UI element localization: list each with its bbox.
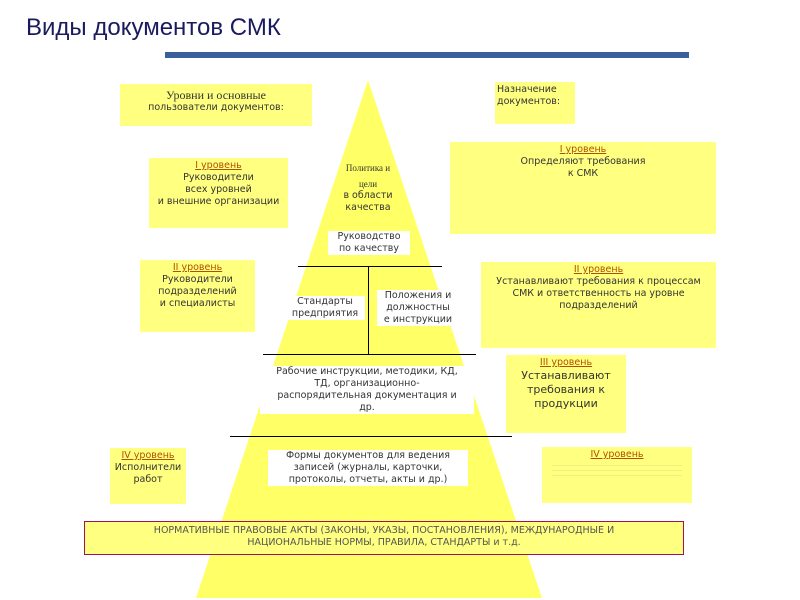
- right-level-3-box: III уровень Устанавливают требования к п…: [506, 355, 626, 433]
- right-level-2-title: II уровень: [573, 264, 624, 275]
- left-level-4-box: IV уровень Исполнители работ: [110, 448, 186, 504]
- right-header-box: Назначение документов:: [495, 82, 575, 124]
- title-underline: [165, 52, 689, 58]
- pyramid-divider-3: [230, 436, 512, 437]
- left-header-box: Уровни и основные пользователи документо…: [120, 84, 312, 126]
- normative-acts-box: НОРМАТИВНЫЕ ПРАВОВЫЕ АКТЫ (ЗАКОНЫ, УКАЗЫ…: [84, 521, 684, 555]
- left-level-4-title: IV уровень: [121, 450, 175, 461]
- right-level-4-title: IV уровень: [590, 449, 644, 460]
- pyramid-divider-1: [298, 266, 442, 267]
- page-title: Виды документов СМК: [26, 14, 281, 41]
- pyramid-divider-2: [263, 354, 476, 355]
- enterprise-standards-label: Стандарты предприятия: [285, 296, 365, 320]
- left-level-2-title: II уровень: [172, 262, 223, 273]
- left-level-1-title: I уровень: [195, 160, 242, 171]
- left-level-2-box: II уровень Руководители подразделений и …: [140, 260, 255, 332]
- right-level-2-box: II уровень Устанавливают требования к пр…: [481, 262, 716, 348]
- right-level-4-box: IV уровень: [542, 447, 692, 503]
- regulations-label: Положения и должностны е инструкции: [377, 290, 459, 326]
- pyramid-divider-vertical: [368, 266, 369, 354]
- work-instructions-label: Рабочие инструкции, методики, КД, ТД, ор…: [260, 366, 474, 414]
- right-level-1-title: I уровень: [559, 144, 607, 155]
- right-level-3-title: III уровень: [539, 357, 593, 368]
- quality-manual-label: Руководство по качеству: [328, 231, 410, 255]
- right-level-1-box: I уровень Определяют требования к СМК: [450, 142, 716, 234]
- policy-label: Политика и цели в области качества: [343, 163, 393, 213]
- faded-text-lines: [542, 465, 692, 476]
- record-forms-label: Формы документов для ведения записей (жу…: [268, 450, 468, 486]
- left-level-1-box: I уровень Руководители всех уровней и вн…: [149, 158, 288, 228]
